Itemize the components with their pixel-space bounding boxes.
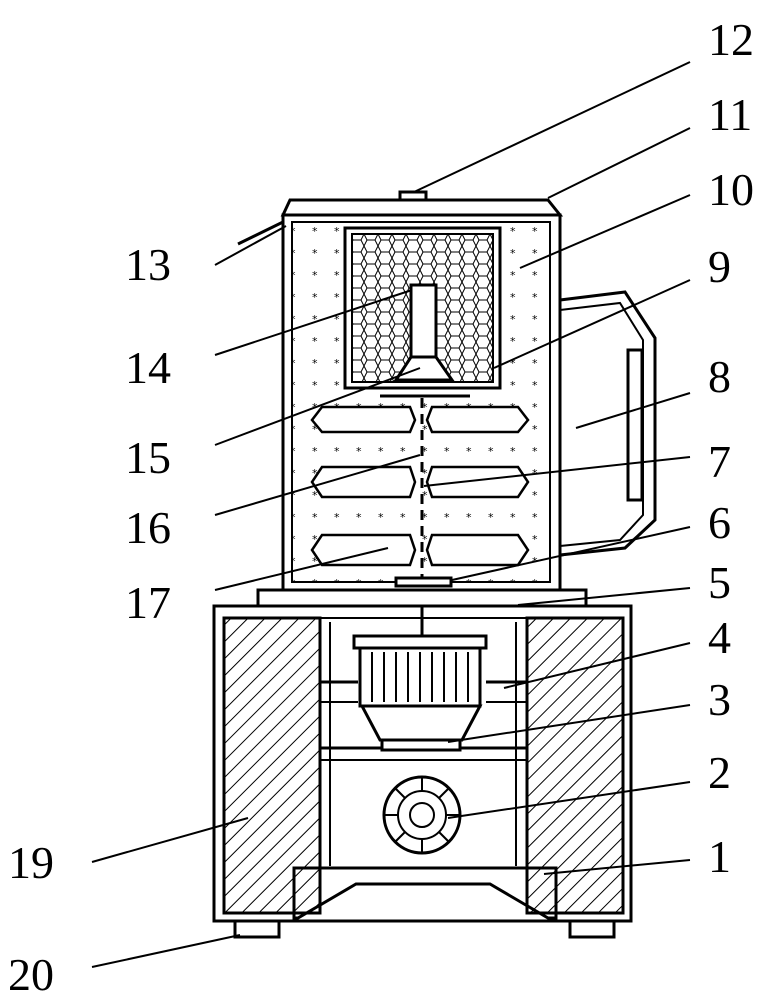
motor-cap	[352, 634, 488, 650]
fan-ring	[397, 790, 447, 840]
blade-middle-right	[425, 465, 530, 499]
lid	[280, 198, 564, 217]
base-bottom-frame	[292, 866, 558, 920]
callout-14: 14	[125, 342, 171, 393]
leader-9	[493, 279, 691, 369]
leader-5	[517, 587, 691, 606]
callout-5: 5	[708, 557, 731, 608]
callout-16: 16	[125, 502, 171, 553]
foot-left	[233, 919, 281, 939]
callout-7: 7	[708, 436, 731, 487]
leader-17	[214, 547, 389, 591]
base-left-weight	[222, 616, 322, 915]
leader-14	[214, 289, 413, 356]
callout-10: 10	[708, 164, 754, 215]
leader-10	[519, 194, 691, 269]
motor-mount	[380, 738, 462, 752]
blade-lower-left	[310, 533, 417, 567]
jar	[237, 190, 657, 592]
leader-16	[214, 454, 421, 516]
callout-labels: 12 11 10 9 8 7 6 5 4 3 2 1 13 14 15 16 1…	[8, 14, 754, 1000]
callout-6: 6	[708, 497, 731, 548]
callout-11: 11	[708, 89, 752, 140]
callout-4: 4	[708, 612, 731, 663]
blade-lower-right	[425, 533, 530, 567]
foot-right	[568, 919, 616, 939]
callout-3: 3	[708, 674, 731, 725]
leader-13	[214, 225, 287, 266]
leader-4	[503, 642, 691, 689]
spout	[237, 220, 284, 246]
leader-2	[447, 781, 691, 819]
base-unit	[212, 588, 633, 939]
blade-upper-right	[425, 405, 530, 434]
press-base	[393, 355, 455, 382]
leader-8	[575, 392, 691, 429]
leader-7	[423, 456, 691, 487]
callout-12: 12	[708, 14, 754, 65]
motor-lower-housing	[359, 704, 483, 742]
lid-knob	[398, 190, 428, 202]
jar-handle	[559, 290, 657, 557]
callout-15: 15	[125, 432, 171, 483]
callout-20: 20	[8, 949, 54, 1000]
leader-11	[547, 127, 691, 199]
base-right-weight	[525, 616, 625, 915]
leader-19	[91, 817, 249, 863]
callout-19: 19	[8, 837, 54, 888]
leader-20	[91, 934, 241, 968]
press-rod	[409, 283, 438, 359]
fan-hub	[409, 802, 435, 828]
callout-2: 2	[708, 747, 731, 798]
leader-15	[214, 367, 421, 446]
leader-1	[543, 859, 691, 875]
leader-6	[451, 526, 691, 581]
leader-lines	[91, 61, 691, 968]
blade-middle-left	[310, 465, 417, 499]
leader-12	[413, 61, 691, 193]
blade-set	[310, 405, 530, 567]
handle-grip	[626, 348, 644, 502]
blade-upper-left	[310, 405, 417, 434]
callout-17: 17	[125, 577, 171, 628]
fan-blades	[384, 777, 460, 853]
motor-fins	[371, 652, 469, 702]
callout-13: 13	[125, 239, 171, 290]
callout-9: 9	[708, 241, 731, 292]
callout-1: 1	[708, 831, 731, 882]
leader-3	[447, 704, 691, 743]
blade-coupling	[394, 576, 453, 588]
callout-8: 8	[708, 351, 731, 402]
